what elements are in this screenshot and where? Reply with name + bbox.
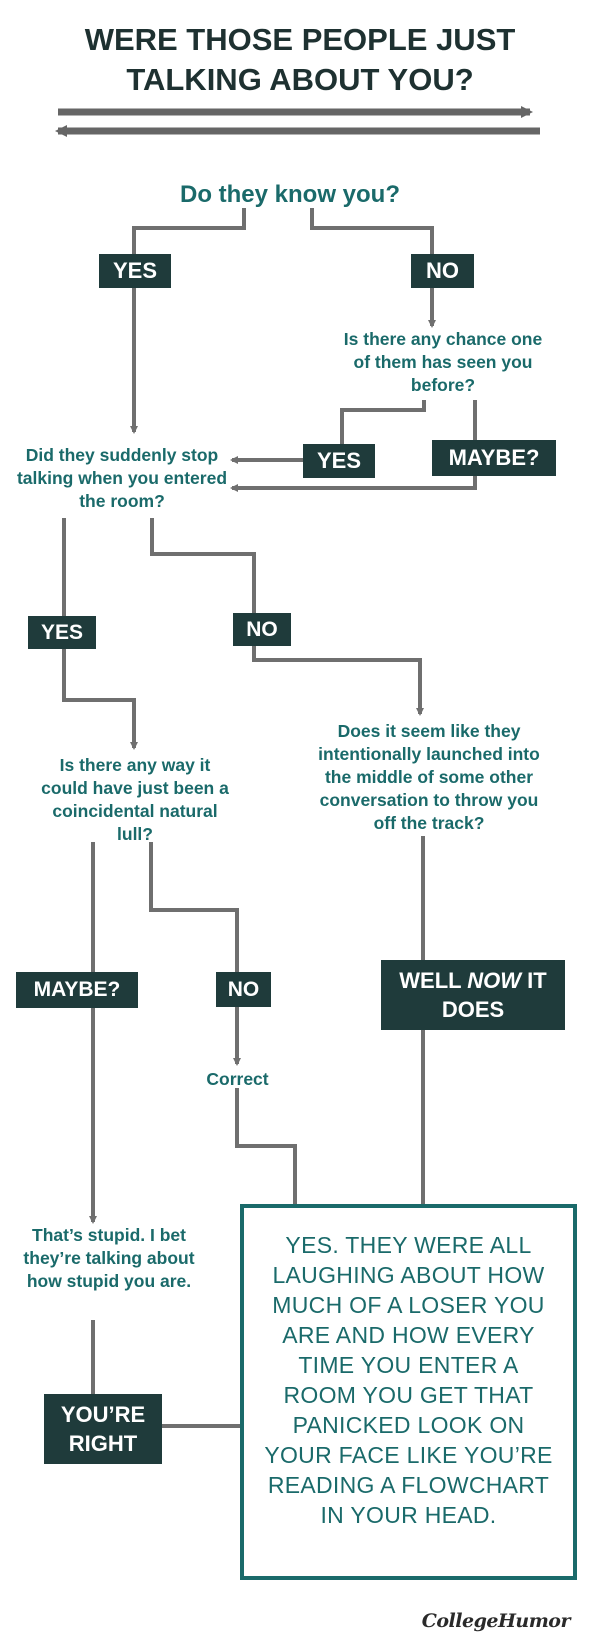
connector-know-yes: [130, 208, 246, 434]
connector-lull-no: [149, 842, 241, 1066]
label-well-now-it-does: WELL NOW IT DOES: [381, 960, 565, 1030]
label-yes-knows-you: YES: [99, 254, 171, 288]
connector-correct-final: [235, 1088, 297, 1204]
question-know-you: Do they know you?: [179, 181, 400, 208]
connector-stop-yes: [62, 518, 138, 750]
collegehumor-logo: CollegeHumor: [421, 1610, 571, 1632]
label-maybe-seen-before: MAYBE?: [432, 440, 556, 476]
question-launched-conversation: Does it seem like they intentionally lau…: [318, 721, 540, 833]
title-line-1: WERE THOSE PEOPLE JUST: [84, 22, 516, 57]
title-line-2: TALKING ABOUT YOU?: [126, 62, 474, 97]
question-natural-lull: Is there any way it could have just been…: [41, 755, 229, 844]
title-double-arrow: [55, 106, 540, 137]
question-stop-talking: Did they suddenly stop talking when you …: [16, 445, 228, 511]
connector-stop-no: [150, 518, 424, 716]
text-correct: Correct: [206, 1069, 269, 1089]
label-youre-right: YOU’RE RIGHT: [44, 1394, 162, 1464]
final-answer-box: YES. THEY WERE ALL LAUGHING ABOUT HOW MU…: [240, 1204, 577, 1580]
text-thats-stupid: That’s stupid. I bet they’re talking abo…: [23, 1225, 195, 1291]
label-no-knows-you: NO: [411, 254, 474, 288]
connector-seen-maybe: [230, 400, 477, 492]
label-yes-stopped: YES: [28, 616, 96, 649]
label-yes-seen-before: YES: [303, 444, 375, 478]
label-no-stopped: NO: [233, 613, 291, 646]
label-maybe-lull: MAYBE?: [16, 972, 138, 1008]
question-seen-before: Is there any chance one of them has seen…: [343, 329, 543, 395]
label-no-lull: NO: [216, 972, 271, 1007]
